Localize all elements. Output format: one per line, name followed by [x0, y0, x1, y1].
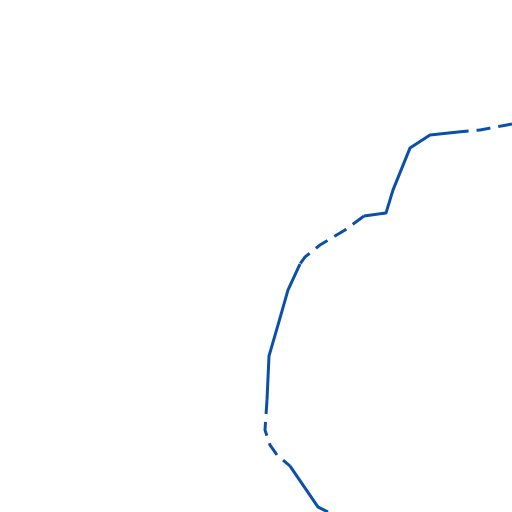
route-segment-dashed: [263, 399, 291, 468]
route-segment-solid: [265, 263, 302, 401]
route-segment-dashed: [457, 122, 512, 134]
route-segment-solid: [363, 130, 459, 218]
route-layer: [263, 122, 512, 512]
route-segment-dashed: [298, 214, 365, 265]
route-segment-solid: [288, 465, 329, 512]
